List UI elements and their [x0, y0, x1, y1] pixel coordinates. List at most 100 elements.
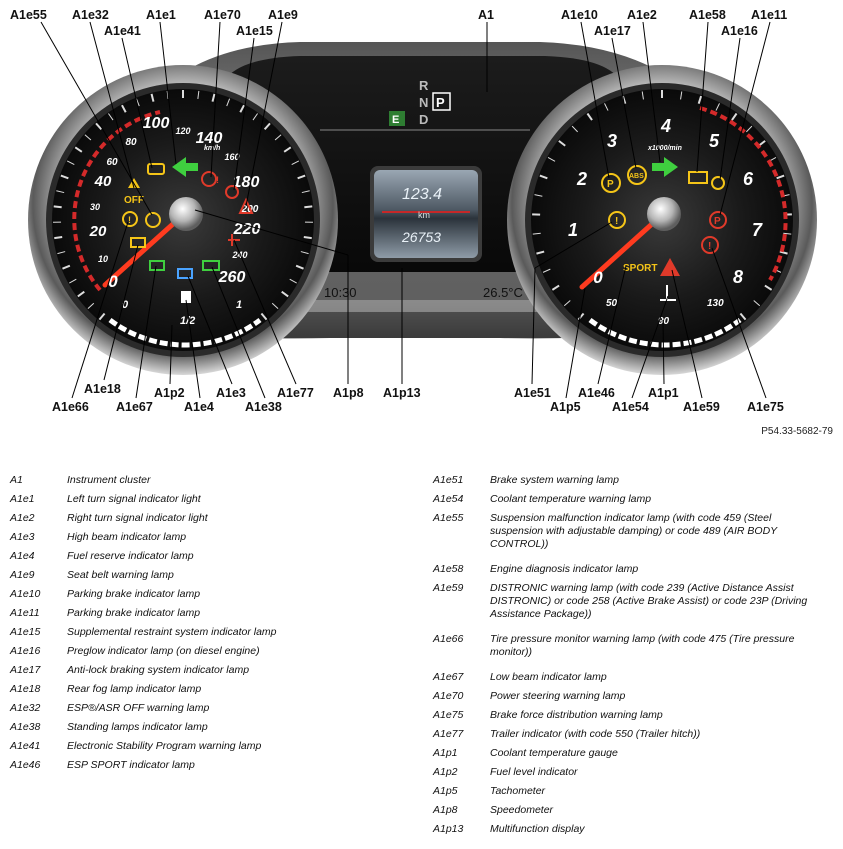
tacho-tick-mark — [783, 232, 792, 235]
legend-text: Coolant temperature gauge — [490, 747, 618, 759]
parking-brake-red-mark: P — [714, 216, 721, 227]
callout-a1e41: A1e41 — [104, 24, 141, 38]
legend-text: Electronic Stability Program warning lam… — [67, 740, 262, 752]
right-turn-arrow-icon — [652, 157, 678, 177]
speedo-tick-label: 60 — [106, 157, 118, 168]
clock-value: 10:30 — [324, 285, 357, 300]
speedo-hub — [169, 197, 203, 231]
abs-label: ABS — [629, 173, 644, 180]
legend-text: Parking brake indicator lamp — [67, 607, 201, 619]
tacho-tick-mark — [739, 312, 747, 321]
speedo-tick-mark — [77, 290, 85, 298]
mfd-screen — [374, 170, 478, 258]
distronic-icon — [660, 258, 680, 276]
legend-code: A1p2 — [433, 766, 458, 778]
speedo-tick-label: 160 — [224, 152, 239, 162]
callout-a1e9: A1e9 — [268, 8, 298, 22]
callout-a1p8: A1p8 — [333, 386, 364, 400]
legend-code: A1e58 — [433, 563, 464, 575]
speedo-tick-mark — [84, 134, 92, 141]
tacho-tick-mark — [680, 91, 683, 100]
legend-text: Tachometer — [490, 785, 546, 797]
callout-a1p13: A1p13 — [383, 386, 421, 400]
legend-text: ESP SPORT indicator lamp — [67, 759, 195, 771]
legend-text: Parking brake indicator lamp — [67, 588, 201, 600]
legend-code: A1e38 — [10, 721, 41, 733]
callout-a1e58: A1e58 — [689, 8, 726, 22]
coolant-50: 50 — [606, 298, 618, 309]
speedo-lamps: ! OFF ! — [122, 157, 254, 303]
legend-code: A1p1 — [433, 747, 458, 759]
callout-a1e10: A1e10 — [561, 8, 598, 22]
tacho-unit: x1000/min — [647, 145, 682, 152]
gear-d: D — [419, 112, 428, 127]
speedo-tick-mark — [108, 113, 114, 121]
speedo-tick-label: 10 — [98, 254, 108, 264]
tacho-tick-mark — [551, 284, 560, 291]
legend-code: A1e16 — [10, 645, 41, 657]
legend-text: Left turn signal indicator light — [67, 493, 201, 505]
gear-r: R — [419, 78, 429, 93]
legend-code: A1p13 — [433, 823, 464, 835]
esp-off-label: OFF — [124, 195, 144, 206]
speedo-tick-mark — [135, 98, 140, 107]
legend-code: A1e59 — [433, 582, 464, 594]
tacho-tick-mark — [604, 103, 609, 111]
legend-text: Instrument cluster — [67, 474, 151, 486]
tacho-hub — [647, 197, 681, 231]
odometer-value: 26753 — [401, 229, 441, 245]
callout-a1e3: A1e3 — [216, 386, 246, 400]
brake-force-icon — [701, 236, 719, 254]
speedo-tick-mark — [295, 264, 304, 270]
speedo-tick-mark — [297, 174, 306, 180]
tacho-tick-mark — [776, 174, 785, 180]
coolant-scale-arc — [588, 317, 742, 348]
legend-code: A1e17 — [10, 664, 41, 676]
callout-a1e16: A1e16 — [721, 24, 758, 38]
callout-a1e75: A1e75 — [747, 400, 784, 414]
legend-code: A1e1 — [10, 493, 35, 505]
legend-code: A1e70 — [433, 690, 464, 702]
callout-a1p5: A1p5 — [550, 400, 581, 414]
legend-text: Preglow indicator lamp (on diesel engine… — [67, 645, 260, 657]
speedo-tick-mark — [263, 122, 271, 131]
callout-a1e46: A1e46 — [578, 386, 615, 400]
legend-text: Supplemental restraint system indicator … — [67, 626, 277, 638]
legend-code: A1p8 — [433, 804, 458, 816]
legend-text: Coolant temperature warning lamp — [490, 493, 652, 505]
speedo-tick-mark — [69, 278, 77, 284]
legend-text: Speedometer — [490, 804, 554, 816]
coolant-90: 90 — [658, 316, 670, 327]
callout-a1e77: A1e77 — [277, 386, 314, 400]
speedo-tick-mark — [252, 113, 258, 121]
gear-p-box — [432, 92, 451, 111]
tacho-tick-mark — [539, 174, 548, 180]
legend-code: A1e4 — [10, 550, 35, 562]
tacho-tick-mark — [586, 112, 593, 121]
speedo-tick-mark — [274, 134, 282, 141]
legend-text: Brake system warning lamp — [490, 474, 619, 486]
tacho-tick-label: 0 — [593, 268, 603, 287]
tacho-needle — [579, 212, 665, 290]
speedo-tick-mark — [53, 205, 62, 209]
speedo-tick-mark — [211, 93, 216, 102]
engine-diagnosis-icon — [688, 171, 708, 184]
legend-code: A1e77 — [433, 728, 464, 740]
callout-a1e51: A1e51 — [514, 386, 551, 400]
speedo-tick-mark — [95, 122, 103, 131]
callout-labels: A1e55 A1e32 A1e41 A1e1 A1e70 A1e15 A1e9 … — [10, 8, 787, 414]
speedo-tick-mark — [271, 302, 279, 310]
fuel-scale-arc — [108, 317, 262, 348]
speedo-tick-mark — [291, 160, 300, 166]
tacho-lamps: P ABS P ! ! SPORT — [601, 157, 727, 301]
legend-code: A1e66 — [433, 633, 464, 645]
callout-a1e11: A1e11 — [751, 8, 787, 22]
speedo-tick-mark — [226, 98, 231, 107]
tacho-tick-mark — [753, 300, 761, 307]
temp-value: 26.5°C — [483, 285, 523, 300]
legend-text: Tire pressure monitor warning lamp (with… — [490, 633, 795, 658]
callout-a1e70: A1e70 — [204, 8, 241, 22]
callout-a1e59: A1e59 — [683, 400, 720, 414]
gear-n: N — [419, 95, 428, 110]
parking-brake-p-mark: P — [607, 179, 614, 190]
